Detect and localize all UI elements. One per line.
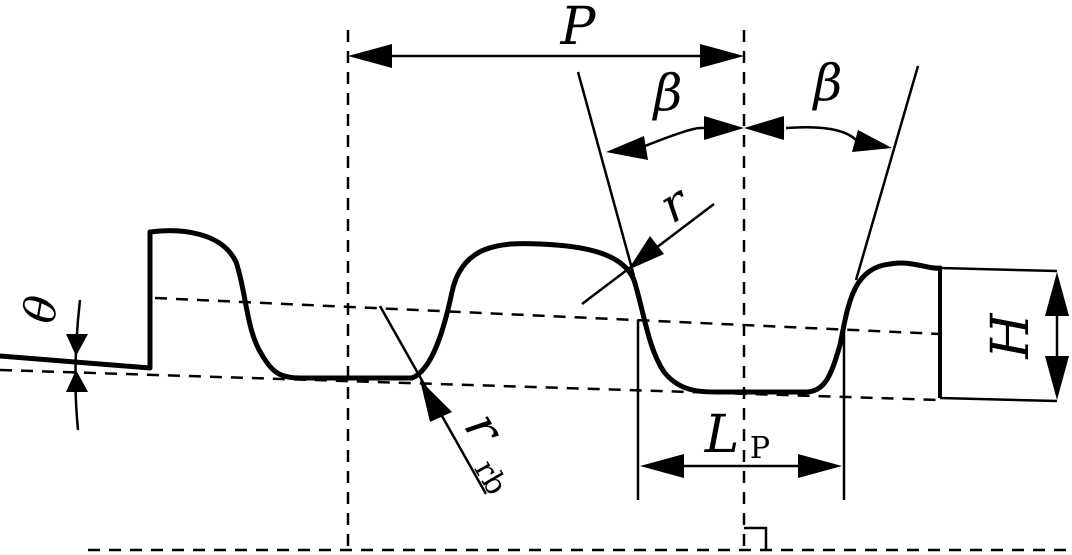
right-flank-extension: [854, 65, 920, 281]
beta-left-arc: [639, 126, 701, 150]
beta-right-arrow-b: [852, 130, 892, 152]
beta-right-arrow-a: [744, 116, 784, 140]
land-arrow-left: [640, 454, 684, 478]
root-radius-label-sub: rb: [467, 454, 514, 501]
height-top-line: [939, 266, 1058, 273]
tip-radius-arrow: [628, 236, 664, 270]
height-bottom-line: [939, 396, 1058, 403]
land-arrow-right: [798, 454, 842, 478]
root-radius-arrow: [420, 380, 452, 422]
root-radius-label-group: r rb: [453, 403, 517, 501]
pitch-line-upper-dashed: [154, 296, 941, 336]
pitch-arrow-right: [700, 44, 744, 68]
tooth-profile-outline: [0, 228, 943, 395]
theta-arrow-bottom: [66, 370, 88, 392]
beta-right-arc: [785, 125, 857, 141]
beta-left-label: β: [652, 64, 683, 122]
height-label: H: [981, 312, 1041, 360]
beta-left-arrow-b: [704, 116, 744, 140]
root-line-dashed: [0, 368, 941, 402]
beta-right-label: β: [812, 54, 843, 112]
height-arrow-top: [1045, 272, 1069, 316]
land-length-label-main: L: [704, 405, 740, 465]
theta-arc: [74, 299, 82, 431]
right-angle-marker: [744, 526, 768, 550]
beta-left-arrow-a: [606, 136, 648, 160]
root-radius-label-main: r: [453, 403, 517, 455]
height-arrow-bottom: [1045, 356, 1069, 400]
left-flank-extension: [576, 71, 636, 277]
pitch-arrow-left: [348, 44, 392, 68]
theta-label: θ: [14, 292, 69, 327]
theta-arrow-top: [66, 334, 88, 356]
land-length-label-sub: P: [750, 431, 770, 466]
pitch-label: P: [560, 0, 597, 57]
tip-radius-label: r: [650, 173, 701, 234]
